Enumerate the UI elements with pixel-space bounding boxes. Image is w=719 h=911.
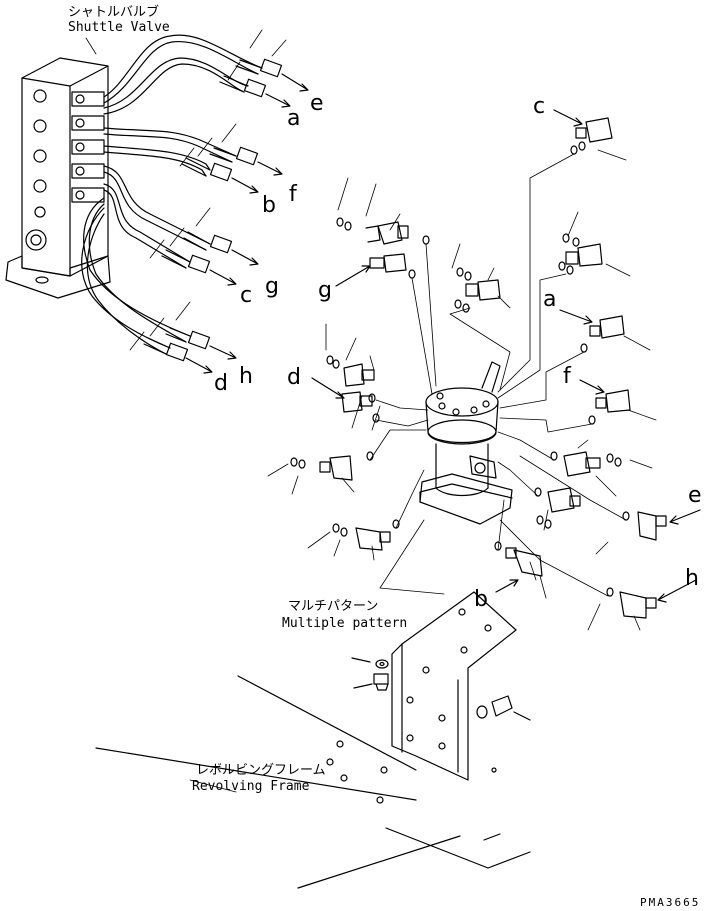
hoses (81, 34, 263, 355)
multiple-pattern-label-en: Multiple pattern (282, 616, 407, 631)
port-label-d: d (287, 365, 301, 390)
shuttle-valve-label-jp: シャトルバルブ (68, 4, 159, 20)
hose-label-d: d (214, 371, 228, 396)
revolving-frame-label-jp: レボルビングフレーム (196, 763, 326, 778)
fitting-leaders (267, 149, 657, 631)
connection-lines (369, 153, 627, 597)
port-label-e: e (688, 483, 702, 508)
o-rings (290, 141, 630, 597)
hose-label-g: g (265, 274, 279, 299)
revolving-frame-label-en: Revolving Frame (192, 779, 310, 794)
multiple-pattern-label-jp: マルチパターン (288, 599, 378, 614)
shuttle-valve-block (5, 57, 111, 299)
port-label-b: b (474, 587, 488, 612)
elbow-fittings (319, 117, 667, 619)
mounting-bracket (391, 591, 517, 781)
hose-fittings (165, 58, 283, 362)
bolts (351, 657, 531, 721)
drawing-code: PMA3665 (640, 896, 700, 909)
hose-label-e: e (310, 91, 324, 116)
port-label-c: c (533, 94, 545, 119)
port-label-h: h (685, 566, 699, 591)
port-arrows (311, 109, 701, 603)
hose-label-b: b (262, 193, 276, 218)
port-label-f: f (563, 364, 572, 389)
port-label-a: a (543, 287, 556, 312)
hose-label-c: c (240, 283, 252, 308)
hose-label-a: a (287, 106, 300, 131)
hose-arrows (185, 73, 309, 374)
revolving-frame (95, 675, 531, 889)
hose-leader-lines (129, 29, 287, 351)
hose-label-h: h (239, 364, 253, 389)
shuttle-valve-label-en: Shuttle Valve (68, 20, 170, 35)
port-label-g: g (318, 278, 332, 303)
swivel-joint (419, 361, 513, 525)
label-leaders (85, 37, 445, 793)
hose-label-f: f (289, 182, 298, 207)
